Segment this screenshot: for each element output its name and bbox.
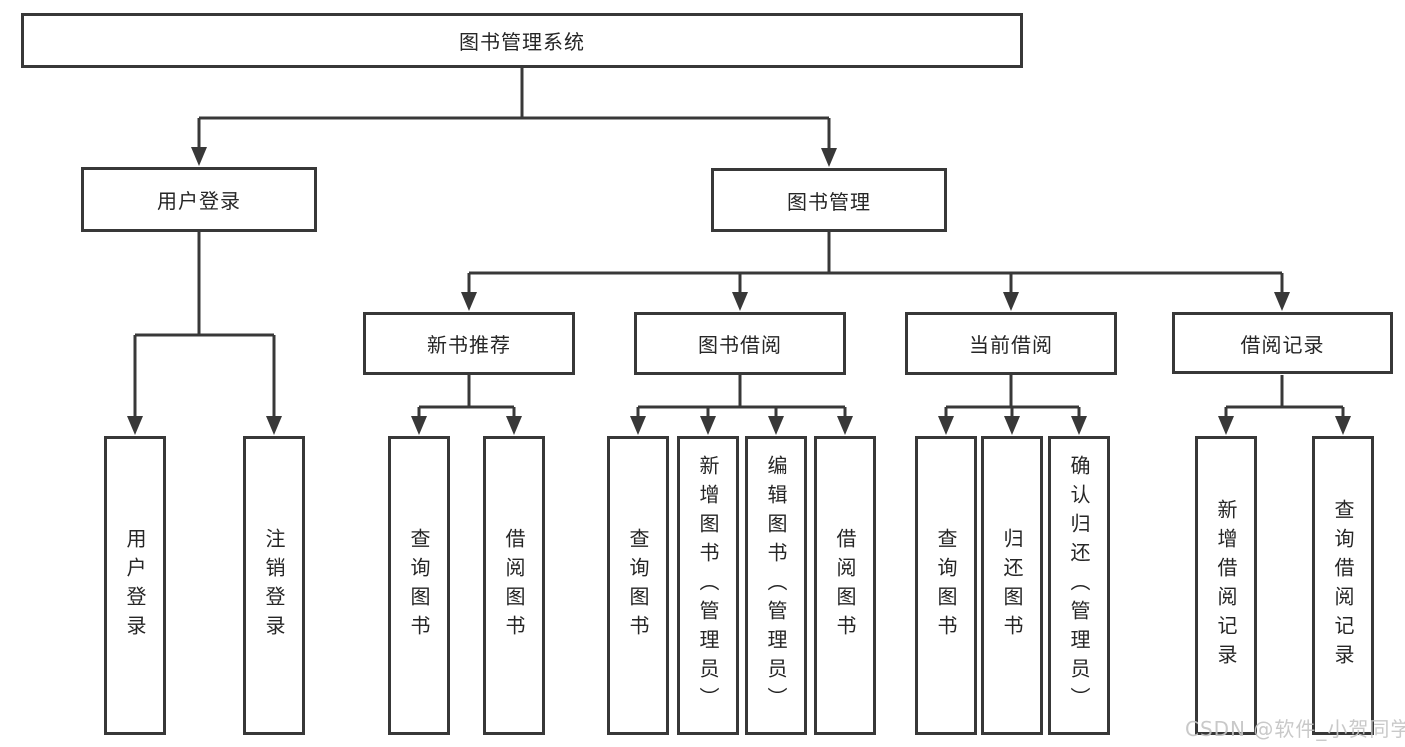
leaf-edit-books-admin: 编辑图书（管理员） (745, 436, 807, 735)
leaf-add-borrow-record: 新增借阅记录 (1195, 436, 1257, 735)
node-borrow-records-label: 借阅记录 (1240, 332, 1325, 357)
leaf-user-login: 用户登录 (104, 436, 166, 735)
node-root: 图书管理系统 (21, 13, 1023, 68)
leaf-borrow-query-books-label: 查询图书 (626, 527, 650, 644)
node-current-borrow: 当前借阅 (905, 312, 1117, 375)
node-user-login: 用户登录 (81, 167, 317, 232)
leaf-edit-books-admin-label: 编辑图书（管理员） (764, 455, 788, 716)
leaf-logout: 注销登录 (243, 436, 305, 735)
leaf-add-books-admin-label: 新增图书（管理员） (696, 455, 720, 716)
node-book-borrow: 图书借阅 (634, 312, 846, 375)
node-book-management-label: 图书管理 (787, 189, 871, 214)
leaf-borrow-query-books: 查询图书 (607, 436, 669, 735)
leaf-user-login-label: 用户登录 (123, 527, 147, 644)
leaf-logout-label: 注销登录 (262, 527, 286, 644)
leaf-return-books-label: 归还图书 (1000, 527, 1024, 644)
leaf-return-books: 归还图书 (981, 436, 1043, 735)
watermark: CSDN @软件_小贺同学 (1185, 717, 1405, 741)
leaf-recommend-borrow-books: 借阅图书 (483, 436, 545, 735)
leaf-add-borrow-record-label: 新增借阅记录 (1214, 498, 1238, 673)
leaf-current-query-books-label: 查询图书 (934, 527, 958, 644)
leaf-query-borrow-record: 查询借阅记录 (1312, 436, 1374, 735)
node-user-login-label: 用户登录 (157, 189, 241, 213)
leaf-recommend-query-books-label: 查询图书 (407, 527, 431, 644)
node-book-borrow-label: 图书借阅 (698, 333, 782, 357)
node-current-borrow-label: 当前借阅 (969, 333, 1053, 357)
leaf-current-query-books: 查询图书 (915, 436, 977, 735)
node-new-book-recommend: 新书推荐 (363, 312, 575, 375)
leaf-recommend-borrow-books-label: 借阅图书 (502, 527, 526, 644)
leaf-confirm-return-admin: 确认归还（管理员） (1048, 436, 1110, 735)
arrowhead-group (127, 147, 1351, 435)
leaf-recommend-query-books: 查询图书 (388, 436, 450, 735)
node-root-label: 图书管理系统 (459, 30, 585, 54)
node-borrow-records: 借阅记录 (1172, 312, 1393, 374)
leaf-query-borrow-record-label: 查询借阅记录 (1331, 498, 1355, 673)
leaf-confirm-return-admin-label: 确认归还（管理员） (1067, 455, 1091, 716)
leaf-borrow-books: 借阅图书 (814, 436, 876, 735)
node-new-book-recommend-label: 新书推荐 (427, 333, 511, 357)
leaf-borrow-books-label: 借阅图书 (833, 527, 857, 644)
node-book-management: 图书管理 (711, 168, 947, 232)
leaf-add-books-admin: 新增图书（管理员） (677, 436, 739, 735)
